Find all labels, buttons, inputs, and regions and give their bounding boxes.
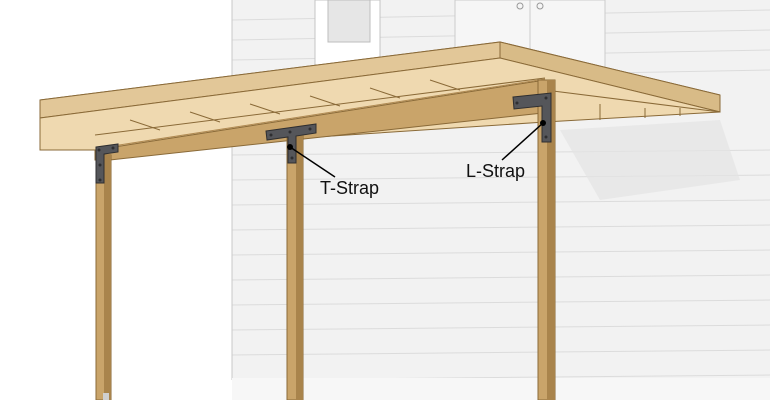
l-strap-label: L-Strap [466, 161, 526, 181]
strap-bolts [97, 96, 548, 182]
posts [95, 79, 556, 400]
l-strap-right [512, 92, 552, 143]
t-strap [265, 123, 317, 164]
strap-connectors [95, 92, 552, 184]
leader-lines [289, 122, 544, 178]
deck-shadow [560, 120, 740, 200]
l-strap-left [95, 143, 119, 184]
t-strap-label: T-Strap [320, 178, 380, 198]
